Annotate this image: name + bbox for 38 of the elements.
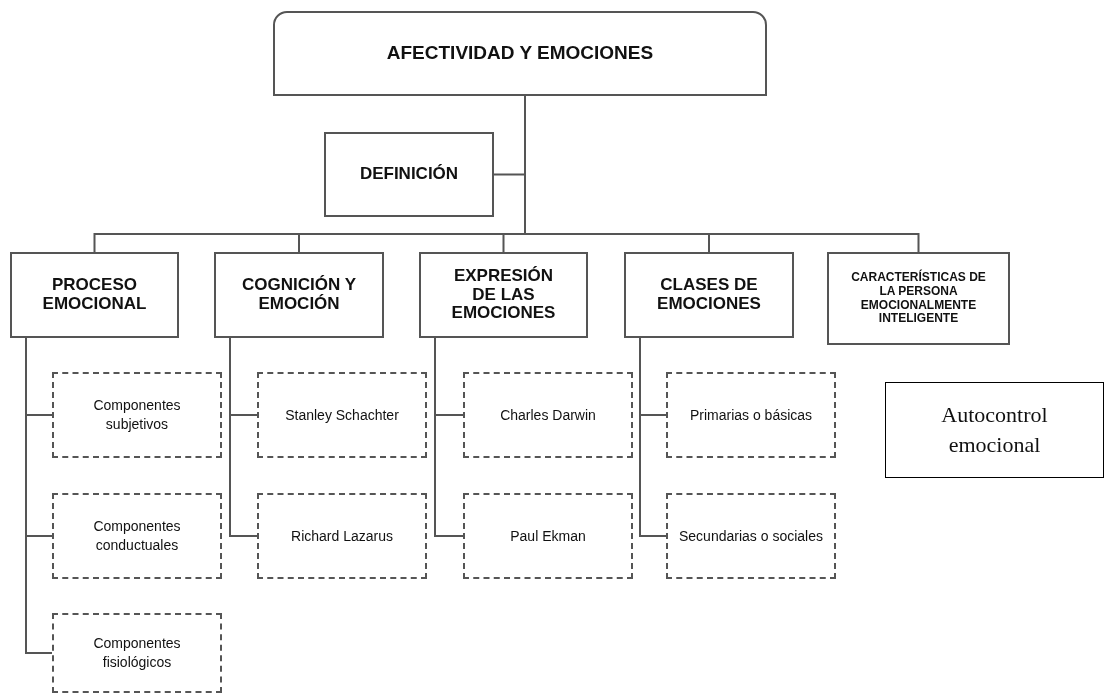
dashed-box	[666, 493, 836, 579]
connector-line	[434, 337, 464, 537]
node-text: AFECTIVIDAD Y EMOCIONES	[386, 43, 654, 64]
node-text: Stanley Schachter	[285, 405, 399, 425]
node-text: Paul Ekman	[510, 526, 586, 546]
node-text: COGNICIÓN Y EMOCIÓN	[241, 276, 357, 314]
connector-line	[229, 337, 258, 537]
node-text: CARACTERÍSTICAS DE LA PERSONA EMOCIONALMENTE INTELIGENTE	[850, 270, 987, 327]
dashed-box	[463, 493, 633, 579]
dashed-box	[52, 372, 222, 458]
node-text: Componentes fisiológicos	[92, 634, 182, 672]
node-text: EXPRESIÓN DE LAS EMOCIONES	[450, 266, 557, 324]
node-text: PROCESO EMOCIONAL	[41, 276, 148, 314]
dashed-box	[257, 493, 427, 579]
connector-line	[25, 337, 53, 654]
connector-line	[639, 337, 667, 537]
category-box	[624, 252, 794, 338]
node-text: Componentes conductuales	[92, 517, 182, 555]
category-box	[827, 252, 1010, 345]
category-box	[419, 252, 588, 338]
node-text: Richard Lazarus	[291, 526, 393, 546]
category-box	[214, 252, 384, 338]
node-text: Secundarias o sociales	[679, 526, 823, 546]
dashed-box	[463, 372, 633, 458]
dashed-box	[52, 493, 222, 579]
node-text: CLASES DE EMOCIONES	[656, 276, 762, 314]
dashed-box	[666, 372, 836, 458]
category-box	[324, 132, 494, 217]
dashed-box	[52, 613, 222, 693]
node-text: Autocontrol emocional	[940, 401, 1049, 459]
text-box	[885, 382, 1104, 478]
node-text: Componentes subjetivos	[92, 396, 182, 434]
node-text: Primarias o básicas	[689, 405, 813, 425]
dashed-box	[257, 372, 427, 458]
title-box	[273, 11, 767, 96]
node-text: DEFINICIÓN	[359, 165, 459, 184]
node-text: Charles Darwin	[500, 405, 596, 425]
category-box	[10, 252, 179, 338]
